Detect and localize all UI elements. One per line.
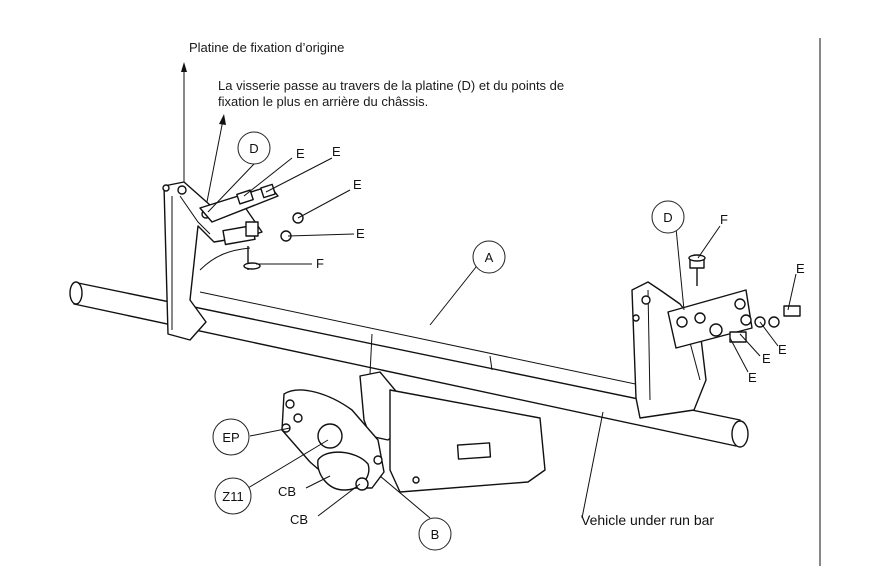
note-bolting-line1: La visserie passe au travers de la plati… <box>218 78 565 93</box>
label-d-right: D <box>663 210 672 225</box>
label-leaders <box>207 157 797 519</box>
note-original-plate: Platine de fixation d’origine <box>189 40 345 55</box>
label-a: A <box>485 250 494 265</box>
label-circle-d-right: D <box>651 200 685 234</box>
note-bolting: La visserie passe au travers de la plati… <box>218 78 564 110</box>
label-e-1: E <box>296 146 305 161</box>
label-circle-a: A <box>472 240 506 274</box>
label-circle-z11: Z11 <box>214 477 252 515</box>
label-d-left: D <box>249 141 258 156</box>
center-bracket <box>359 333 546 493</box>
label-e-5: E <box>796 261 805 276</box>
label-f-right: F <box>720 212 728 227</box>
label-circle-b: B <box>418 517 452 551</box>
label-z11: Z11 <box>222 489 243 504</box>
label-cb-2: CB <box>290 512 308 527</box>
label-ep: EP <box>222 430 239 445</box>
note-arrows <box>181 62 226 213</box>
label-e-6: E <box>778 342 787 357</box>
note-bolting-line2: fixation le plus en arrière du châssis. <box>218 94 429 109</box>
main-tube <box>69 281 749 448</box>
label-circle-ep: EP <box>212 418 250 456</box>
right-bracket <box>631 281 707 419</box>
caption-under-run-bar: Vehicle under run bar <box>581 512 715 528</box>
label-e-8: E <box>748 370 757 385</box>
label-e-7: E <box>762 351 771 366</box>
label-e-2: E <box>332 144 341 159</box>
label-f-left: F <box>316 256 324 271</box>
label-cb-1: CB <box>278 484 296 499</box>
towball-plate <box>281 389 385 491</box>
label-e-4: E <box>356 226 365 241</box>
label-e-3: E <box>353 177 362 192</box>
right-plate-d <box>667 254 801 349</box>
label-circle-d-left: D <box>237 131 271 165</box>
left-plate-d <box>199 183 304 270</box>
label-b: B <box>431 527 440 542</box>
